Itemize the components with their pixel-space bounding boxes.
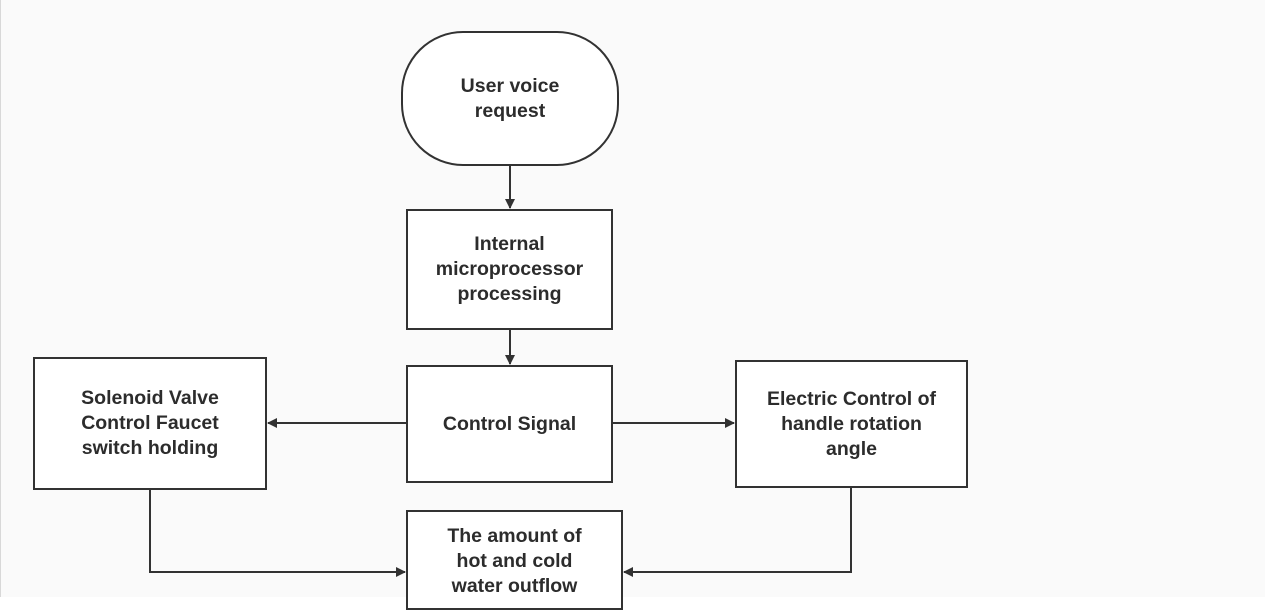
- edge-electric-to-outflow: [623, 488, 852, 577]
- node-user-voice-request: User voice request: [401, 31, 619, 166]
- node-label: Control Signal: [442, 412, 577, 435]
- node-water-outflow: The amount of hot and cold water outflow: [406, 510, 623, 610]
- node-control-signal: Control Signal: [406, 365, 613, 483]
- node-label: Internal microprocessor processing: [435, 233, 584, 305]
- node-label: The amount of hot and cold water outflow: [447, 525, 582, 597]
- node-label: Electric Control of handle rotation angl…: [766, 387, 937, 460]
- node-internal-microprocessor-processing: Internal microprocessor processing: [406, 209, 613, 330]
- node-electric-control-handle: Electric Control of handle rotation angl…: [735, 360, 968, 488]
- flowchart-edges: [149, 166, 852, 577]
- node-label: User voice request: [460, 74, 560, 122]
- node-solenoid-valve-control: Solenoid Valve Control Faucet switch hol…: [33, 357, 267, 490]
- node-label: Solenoid Valve Control Faucet switch hol…: [81, 387, 219, 459]
- edge-solenoid-to-outflow: [149, 490, 406, 577]
- flowchart-canvas: User voice request Internal microprocess…: [0, 0, 968, 610]
